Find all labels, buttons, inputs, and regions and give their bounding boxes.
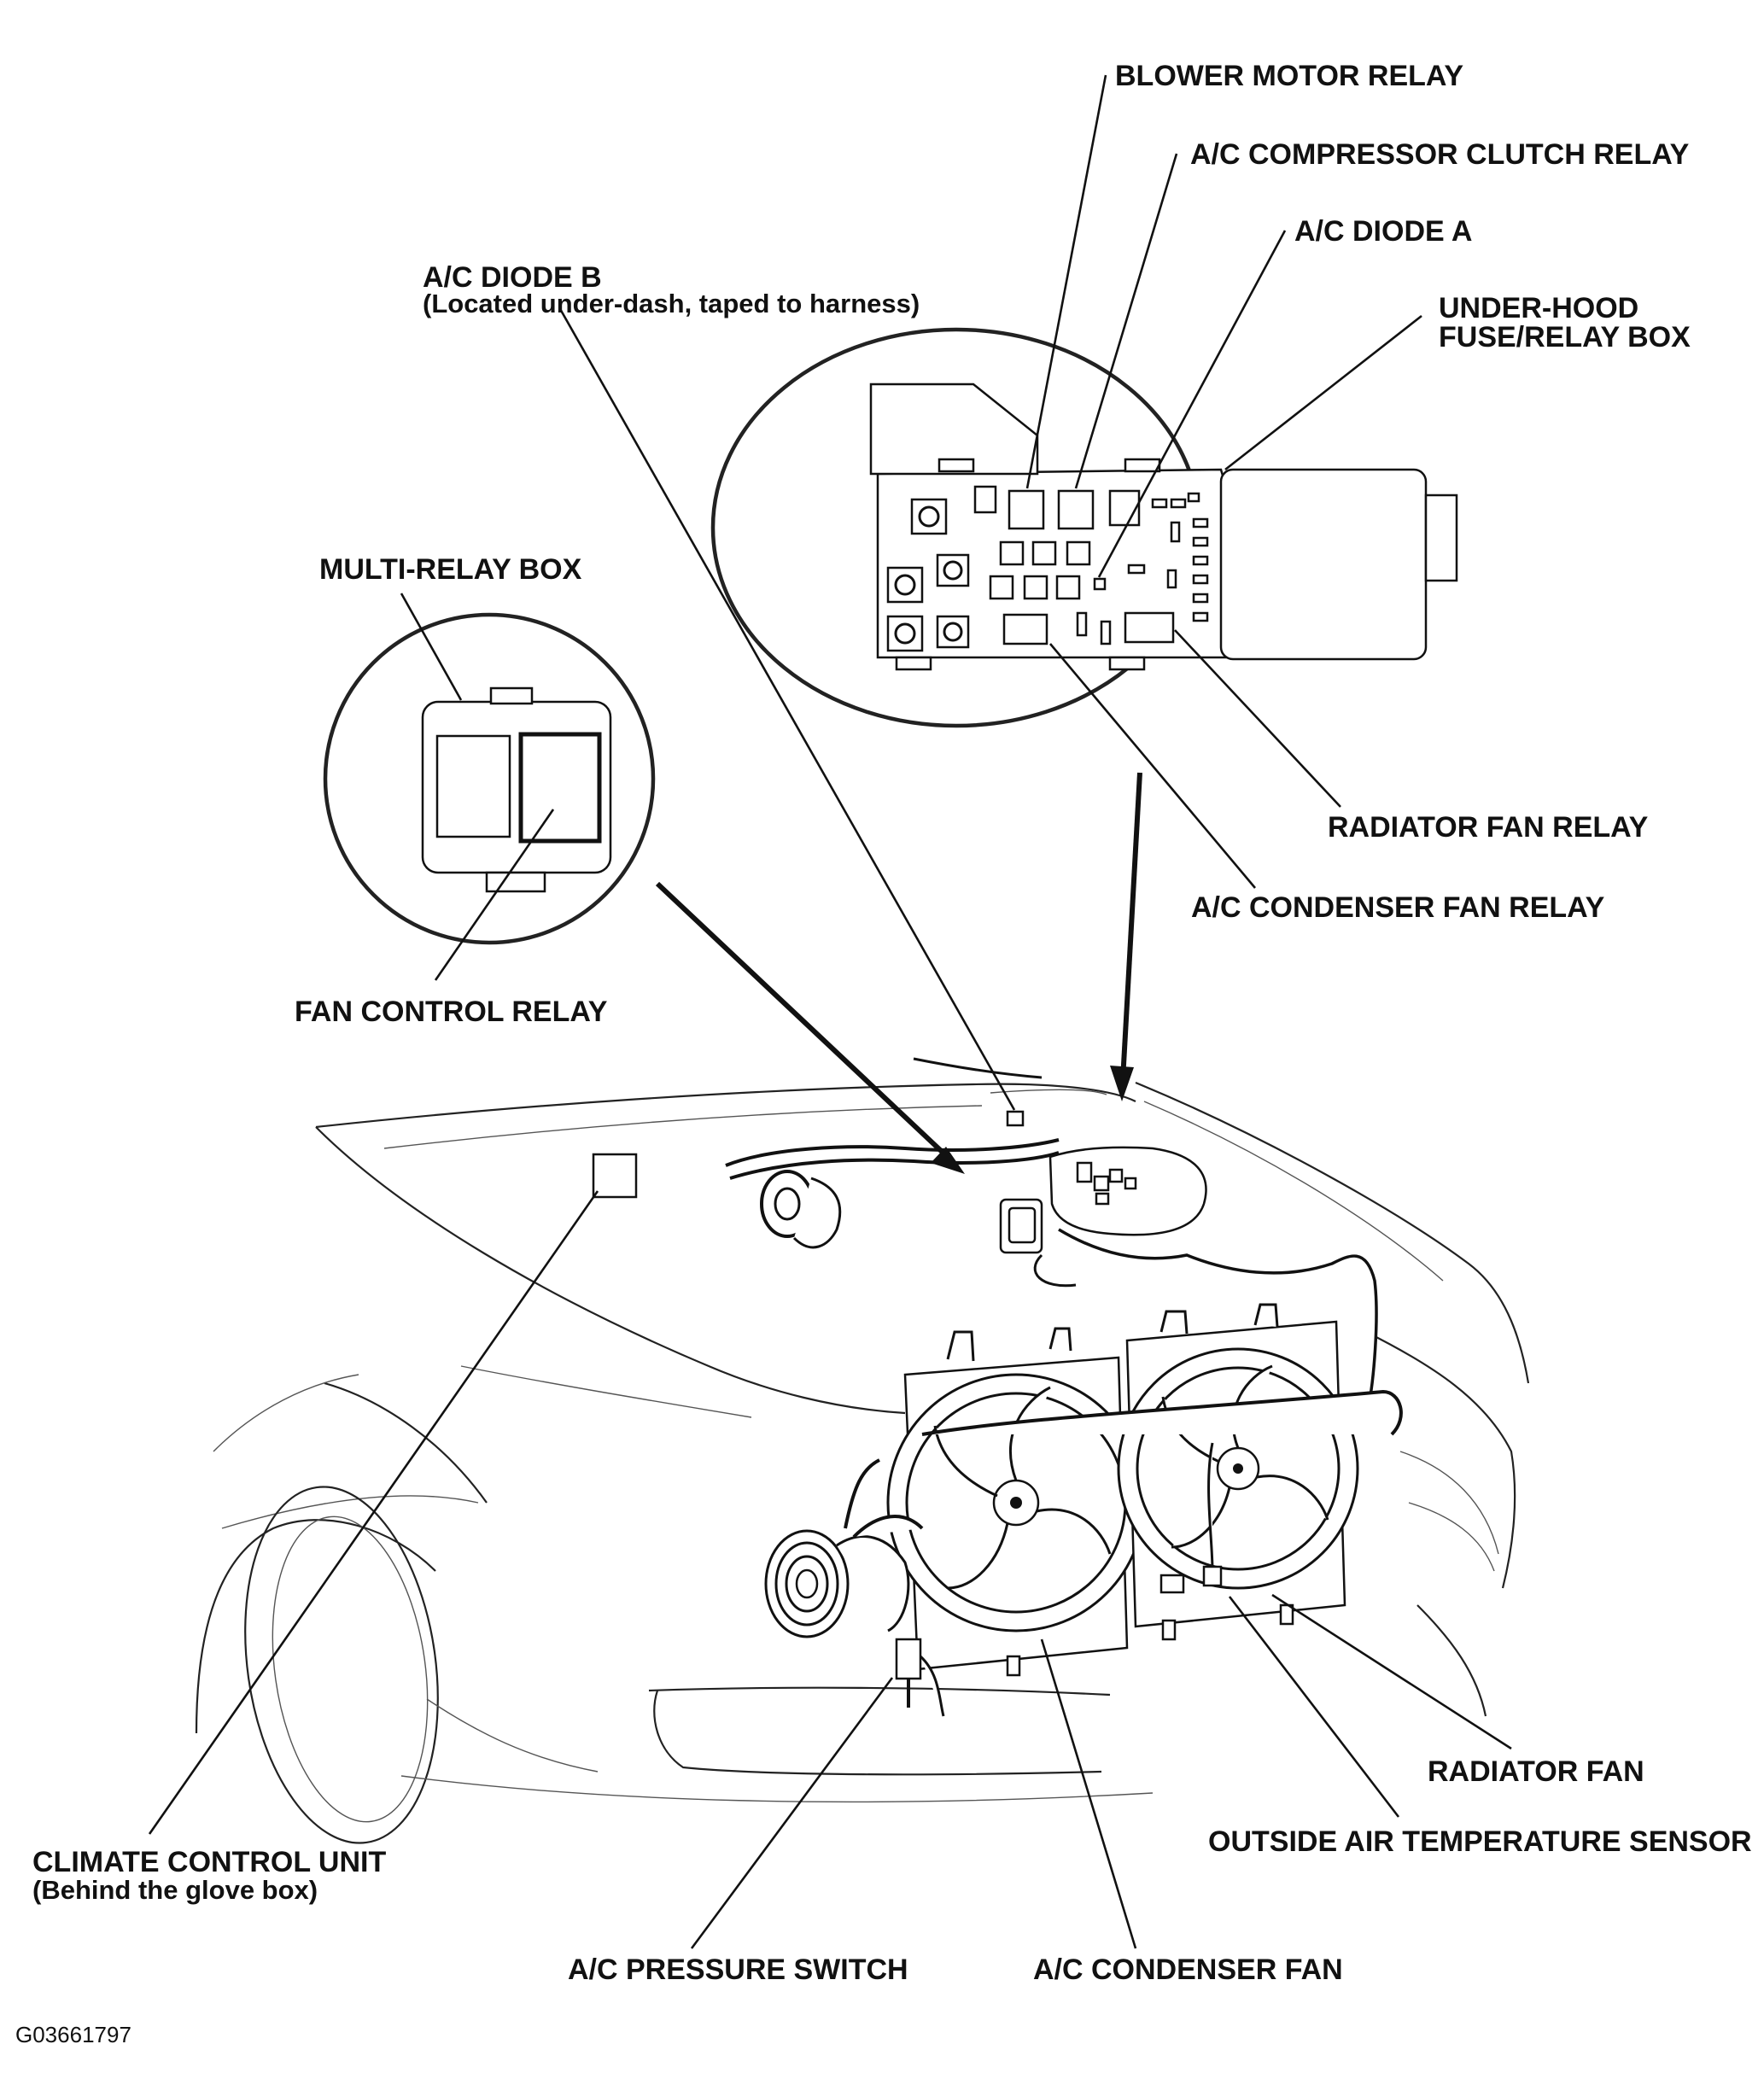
outside-air-temperature-sensor-component <box>1202 1565 1223 1587</box>
ac-condenser-fan-relay-component <box>1002 613 1048 645</box>
leader-radiator-fan <box>1271 1593 1512 1750</box>
ac-diode-a-component <box>1093 577 1107 591</box>
label-ac-diode-b-note: (Located under-dash, taped to harness) <box>423 289 920 318</box>
label-ac-condenser-fan: A/C CONDENSER FAN <box>1033 1954 1343 1986</box>
leader-lines <box>148 74 1512 1949</box>
label-ac-pressure-switch: A/C PRESSURE SWITCH <box>568 1954 908 1986</box>
multi-relay-box-detail <box>323 612 656 945</box>
under-hood-fuse-relay-box-detail <box>710 327 1458 728</box>
blower-motor-relay-component <box>1008 489 1045 530</box>
label-under-hood-line1: UNDER-HOOD <box>1439 292 1638 324</box>
leader-ac-pressure-switch <box>690 1677 894 1949</box>
vehicle-body-outline <box>195 1081 1530 1844</box>
label-outside-air-temperature-sensor: OUTSIDE AIR TEMPERATURE SENSOR <box>1208 1825 1752 1858</box>
label-radiator-fan: RADIATOR FAN <box>1428 1755 1644 1788</box>
engine-bay-components <box>592 1057 1403 1717</box>
leader-blower-motor-relay <box>1025 74 1107 489</box>
label-ac-diode-a: A/C DIODE A <box>1294 215 1472 248</box>
multi-relay-magnifier-circle <box>323 612 656 945</box>
label-ac-diode-b: A/C DIODE B <box>423 261 602 294</box>
callout-labels: BLOWER MOTOR RELAY A/C COMPRESSOR CLUTCH… <box>15 60 1752 2047</box>
climate-control-unit-component <box>592 1153 638 1199</box>
leader-ac-diode-b <box>558 307 1016 1111</box>
leader-fan-control-relay <box>434 809 555 981</box>
label-multi-relay-box: MULTI-RELAY BOX <box>319 553 582 586</box>
fan-control-relay-component <box>518 732 602 844</box>
leader-ac-diode-a <box>1097 230 1287 578</box>
leader-climate-control-unit <box>148 1190 599 1835</box>
ac-pressure-switch-component <box>895 1638 922 1680</box>
ac-compressor-clutch-relay-component <box>1057 489 1095 530</box>
leader-under-hood-fuse-relay-box <box>1224 314 1422 471</box>
leader-ac-condenser-fan <box>1040 1638 1137 1949</box>
label-ac-condenser-fan-relay: A/C CONDENSER FAN RELAY <box>1191 891 1605 924</box>
leader-ac-condenser-fan-relay <box>1049 643 1256 889</box>
leader-outside-air-temperature-sensor <box>1228 1596 1400 1818</box>
label-fan-control-relay: FAN CONTROL RELAY <box>295 996 608 1028</box>
leader-radiator-fan-relay <box>1174 629 1341 808</box>
figure-id: G03661797 <box>15 2022 131 2047</box>
radiator-fan-relay-component <box>1124 611 1175 644</box>
label-ac-compressor-clutch-relay: A/C COMPRESSOR CLUTCH RELAY <box>1190 138 1690 171</box>
label-climate-control-unit: CLIMATE CONTROL UNIT <box>32 1846 386 1878</box>
label-blower-motor-relay: BLOWER MOTOR RELAY <box>1115 60 1463 92</box>
ac-diode-b-component <box>1006 1110 1025 1127</box>
leader-ac-compressor-clutch-relay <box>1074 153 1178 489</box>
zoom-pointer-arrows <box>655 772 1142 1174</box>
label-under-hood-line2: FUSE/RELAY BOX <box>1439 321 1691 353</box>
label-climate-control-unit-note: (Behind the glove box) <box>32 1875 318 1905</box>
leader-multi-relay-box <box>400 593 463 701</box>
label-radiator-fan-relay: RADIATOR FAN RELAY <box>1328 811 1649 844</box>
